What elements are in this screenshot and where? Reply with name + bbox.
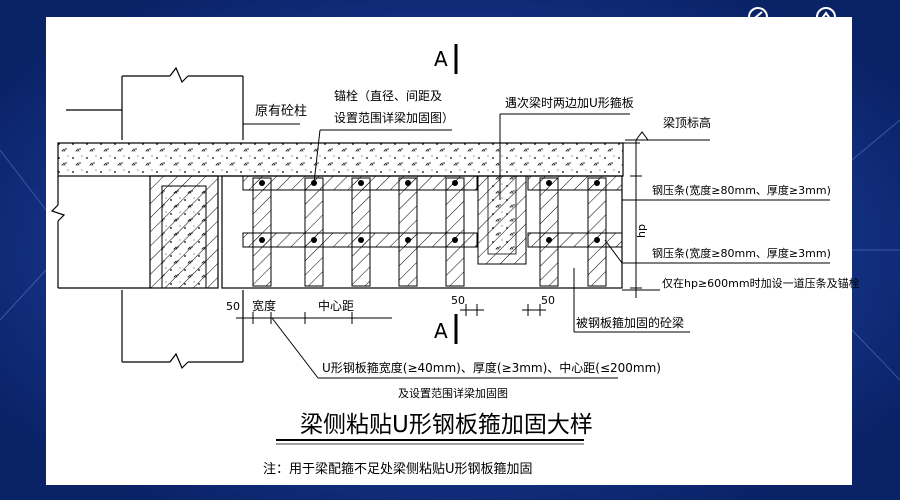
- steel-strips: [242, 175, 623, 248]
- section-marker-bottom: A: [434, 314, 458, 344]
- existing-column: [66, 66, 244, 370]
- dim-width: 宽度: [252, 298, 276, 313]
- leader-lines: [243, 113, 830, 379]
- break-line-left: [50, 176, 150, 289]
- label-anchor-1: 锚栓（直径、间距及: [334, 88, 442, 103]
- section-marker-top: A: [434, 44, 458, 74]
- label-secondary-beam: 遇次梁时两边加U形箍板: [505, 95, 634, 110]
- drawing-title: 梁侧粘贴U形钢板箍加固大样: [300, 412, 593, 438]
- label-steel-strip-1: 钢压条(宽度≥80mm、厚度≥3mm): [652, 183, 831, 197]
- floor-slab: [57, 142, 624, 177]
- label-hp: hp: [635, 224, 648, 238]
- label-existing-column: 原有砼柱: [255, 104, 307, 119]
- beam-section: [149, 175, 623, 289]
- section-label-bottom: A: [434, 319, 448, 343]
- u-hoop-plates: [252, 177, 607, 287]
- drawing-note: 注：用于梁配箍不足处梁侧粘贴U形钢板箍加固: [263, 461, 533, 477]
- back-icon[interactable]: [748, 7, 768, 27]
- section-label-top: A: [434, 47, 448, 71]
- label-u-hoop-spec: U形钢板箍宽度(≥40mm)、厚度(≥3mm)、中心距(≤200mm): [322, 360, 661, 375]
- label-extra-strip: 仅在hp≥600mm时加设一道压条及锚栓: [662, 276, 860, 290]
- label-beam-top-elevation: 梁顶标高: [663, 115, 711, 130]
- anchor-bolts: [259, 180, 600, 243]
- label-u-hoop-range: 及设置范围详梁加固图: [398, 386, 508, 400]
- dimension-lines: [236, 304, 546, 324]
- label-steel-strip-2: 钢压条(宽度≥80mm、厚度≥3mm): [652, 246, 831, 260]
- label-reinforced-beam: 被钢板箍加固的砼梁: [576, 315, 684, 330]
- home-icon[interactable]: [816, 7, 836, 27]
- label-anchor-2: 设置范围详梁加固图）: [334, 110, 454, 125]
- dim-50-right: 50: [541, 294, 555, 307]
- dim-50-mid: 50: [451, 294, 465, 307]
- dim-center: 中心距: [318, 298, 354, 313]
- dim-50-left: 50: [226, 300, 240, 313]
